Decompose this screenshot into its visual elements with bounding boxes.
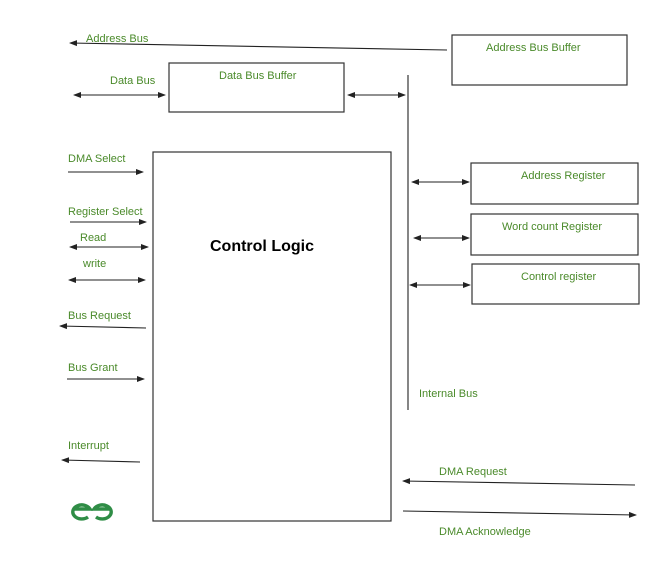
address-register-label: Address Register (521, 170, 606, 182)
address-bus-buffer-label: Address Bus Buffer (486, 42, 581, 54)
control-logic-box (152, 151, 392, 522)
control-register-label: Control register (521, 271, 597, 283)
address-bus-buffer-box (451, 34, 628, 86)
address-bus-arrow (69, 40, 448, 51)
address-bus-label: Address Bus (86, 33, 149, 45)
dma-request-label: DMA Request (439, 466, 507, 478)
register-select-label: Register Select (68, 206, 143, 218)
interrupt-arrow (61, 457, 141, 464)
word-count-register-box (470, 213, 639, 256)
geeksforgeeks-logo (71, 503, 113, 521)
data-bus-buffer-label: Data Bus Buffer (219, 70, 297, 82)
internal-bus-label: Internal Bus (419, 388, 478, 400)
word-count-register-label: Word count Register (502, 221, 602, 233)
read-label: Read (80, 232, 106, 244)
dma-acknowledge-arrow (402, 510, 637, 518)
bus-request-label: Bus Request (68, 310, 131, 322)
control-logic-label: Control Logic (210, 238, 314, 255)
bus-grant-label: Bus Grant (68, 362, 118, 374)
data-bus-buffer-box (168, 62, 345, 113)
write-label: write (82, 258, 106, 270)
dma-select-label: DMA Select (68, 153, 125, 165)
bus-request-arrow (59, 323, 147, 330)
interrupt-label: Interrupt (68, 440, 109, 452)
data-bus-label: Data Bus (110, 75, 156, 87)
dma-request-arrow (402, 478, 636, 486)
address-register-box (470, 162, 639, 205)
control-register-box (471, 263, 640, 305)
dma-acknowledge-label: DMA Acknowledge (439, 526, 531, 538)
